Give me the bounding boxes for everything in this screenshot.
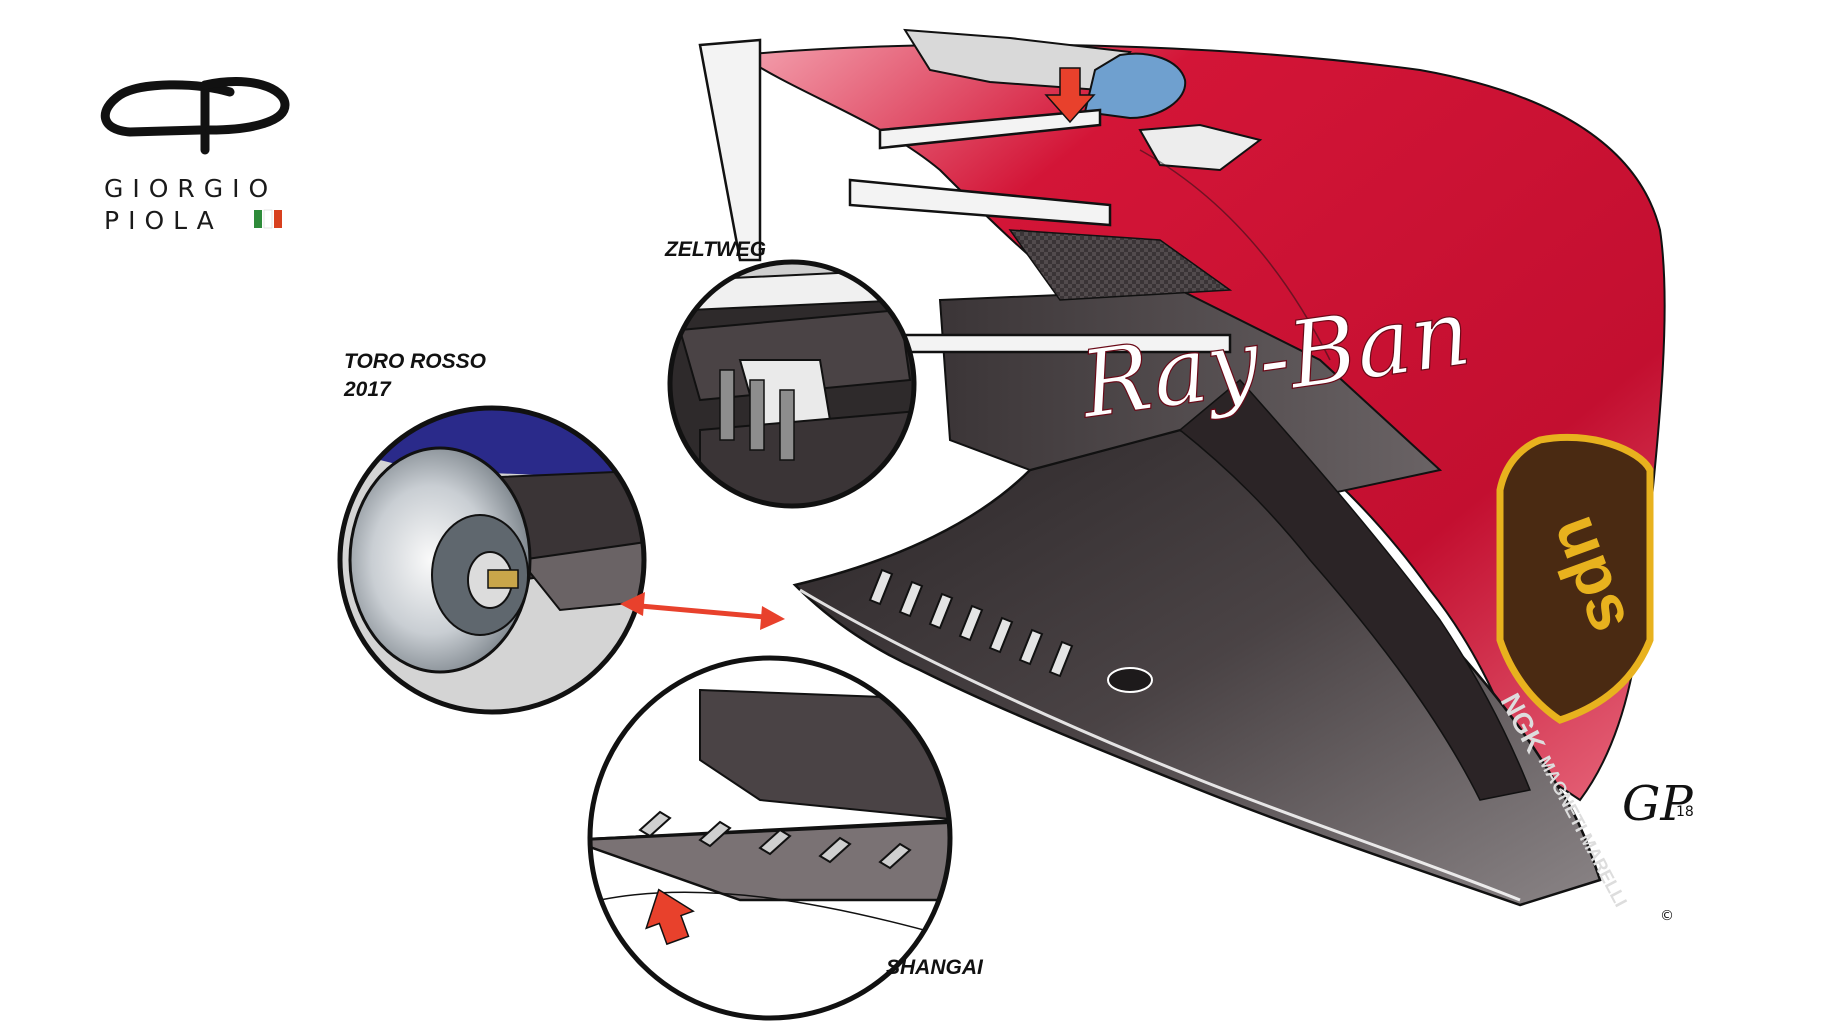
label-toro-rosso-year: 2017 <box>344 378 391 401</box>
label-shangai: SHANGAI <box>886 956 983 979</box>
sponsor-ups-badge: ups <box>1496 433 1654 724</box>
giorgio-piola-logo-mark <box>100 77 290 155</box>
signature-year: 18 <box>1676 804 1694 820</box>
arrow-down-icon <box>1044 67 1096 124</box>
floor-checker <box>1008 229 1233 301</box>
inset-zeltweg <box>667 259 917 509</box>
sidepod-lower <box>1178 378 1532 801</box>
floor-lip <box>799 588 1521 902</box>
suspension-arms <box>698 38 1232 354</box>
inset-shangai <box>587 655 953 1021</box>
label-zeltweg: ZELTWEG <box>665 238 767 261</box>
inset-toro-rosso <box>337 405 647 715</box>
logo-name-line2: PIOLA <box>104 206 223 235</box>
artist-signature: GP <box>1622 776 1693 832</box>
floor-edge-slots <box>868 568 1074 678</box>
floor-hole <box>1107 667 1153 693</box>
arrow-up-icon <box>645 888 695 946</box>
italian-flag-icon <box>254 209 282 229</box>
logo-name-line1: GIORGIO <box>104 174 278 203</box>
label-toro-rosso: TORO ROSSO <box>344 350 486 373</box>
double-headed-arrow-icon <box>620 592 785 630</box>
exhaust-blue <box>1083 52 1187 120</box>
copyright-mark: © <box>1660 908 1674 924</box>
